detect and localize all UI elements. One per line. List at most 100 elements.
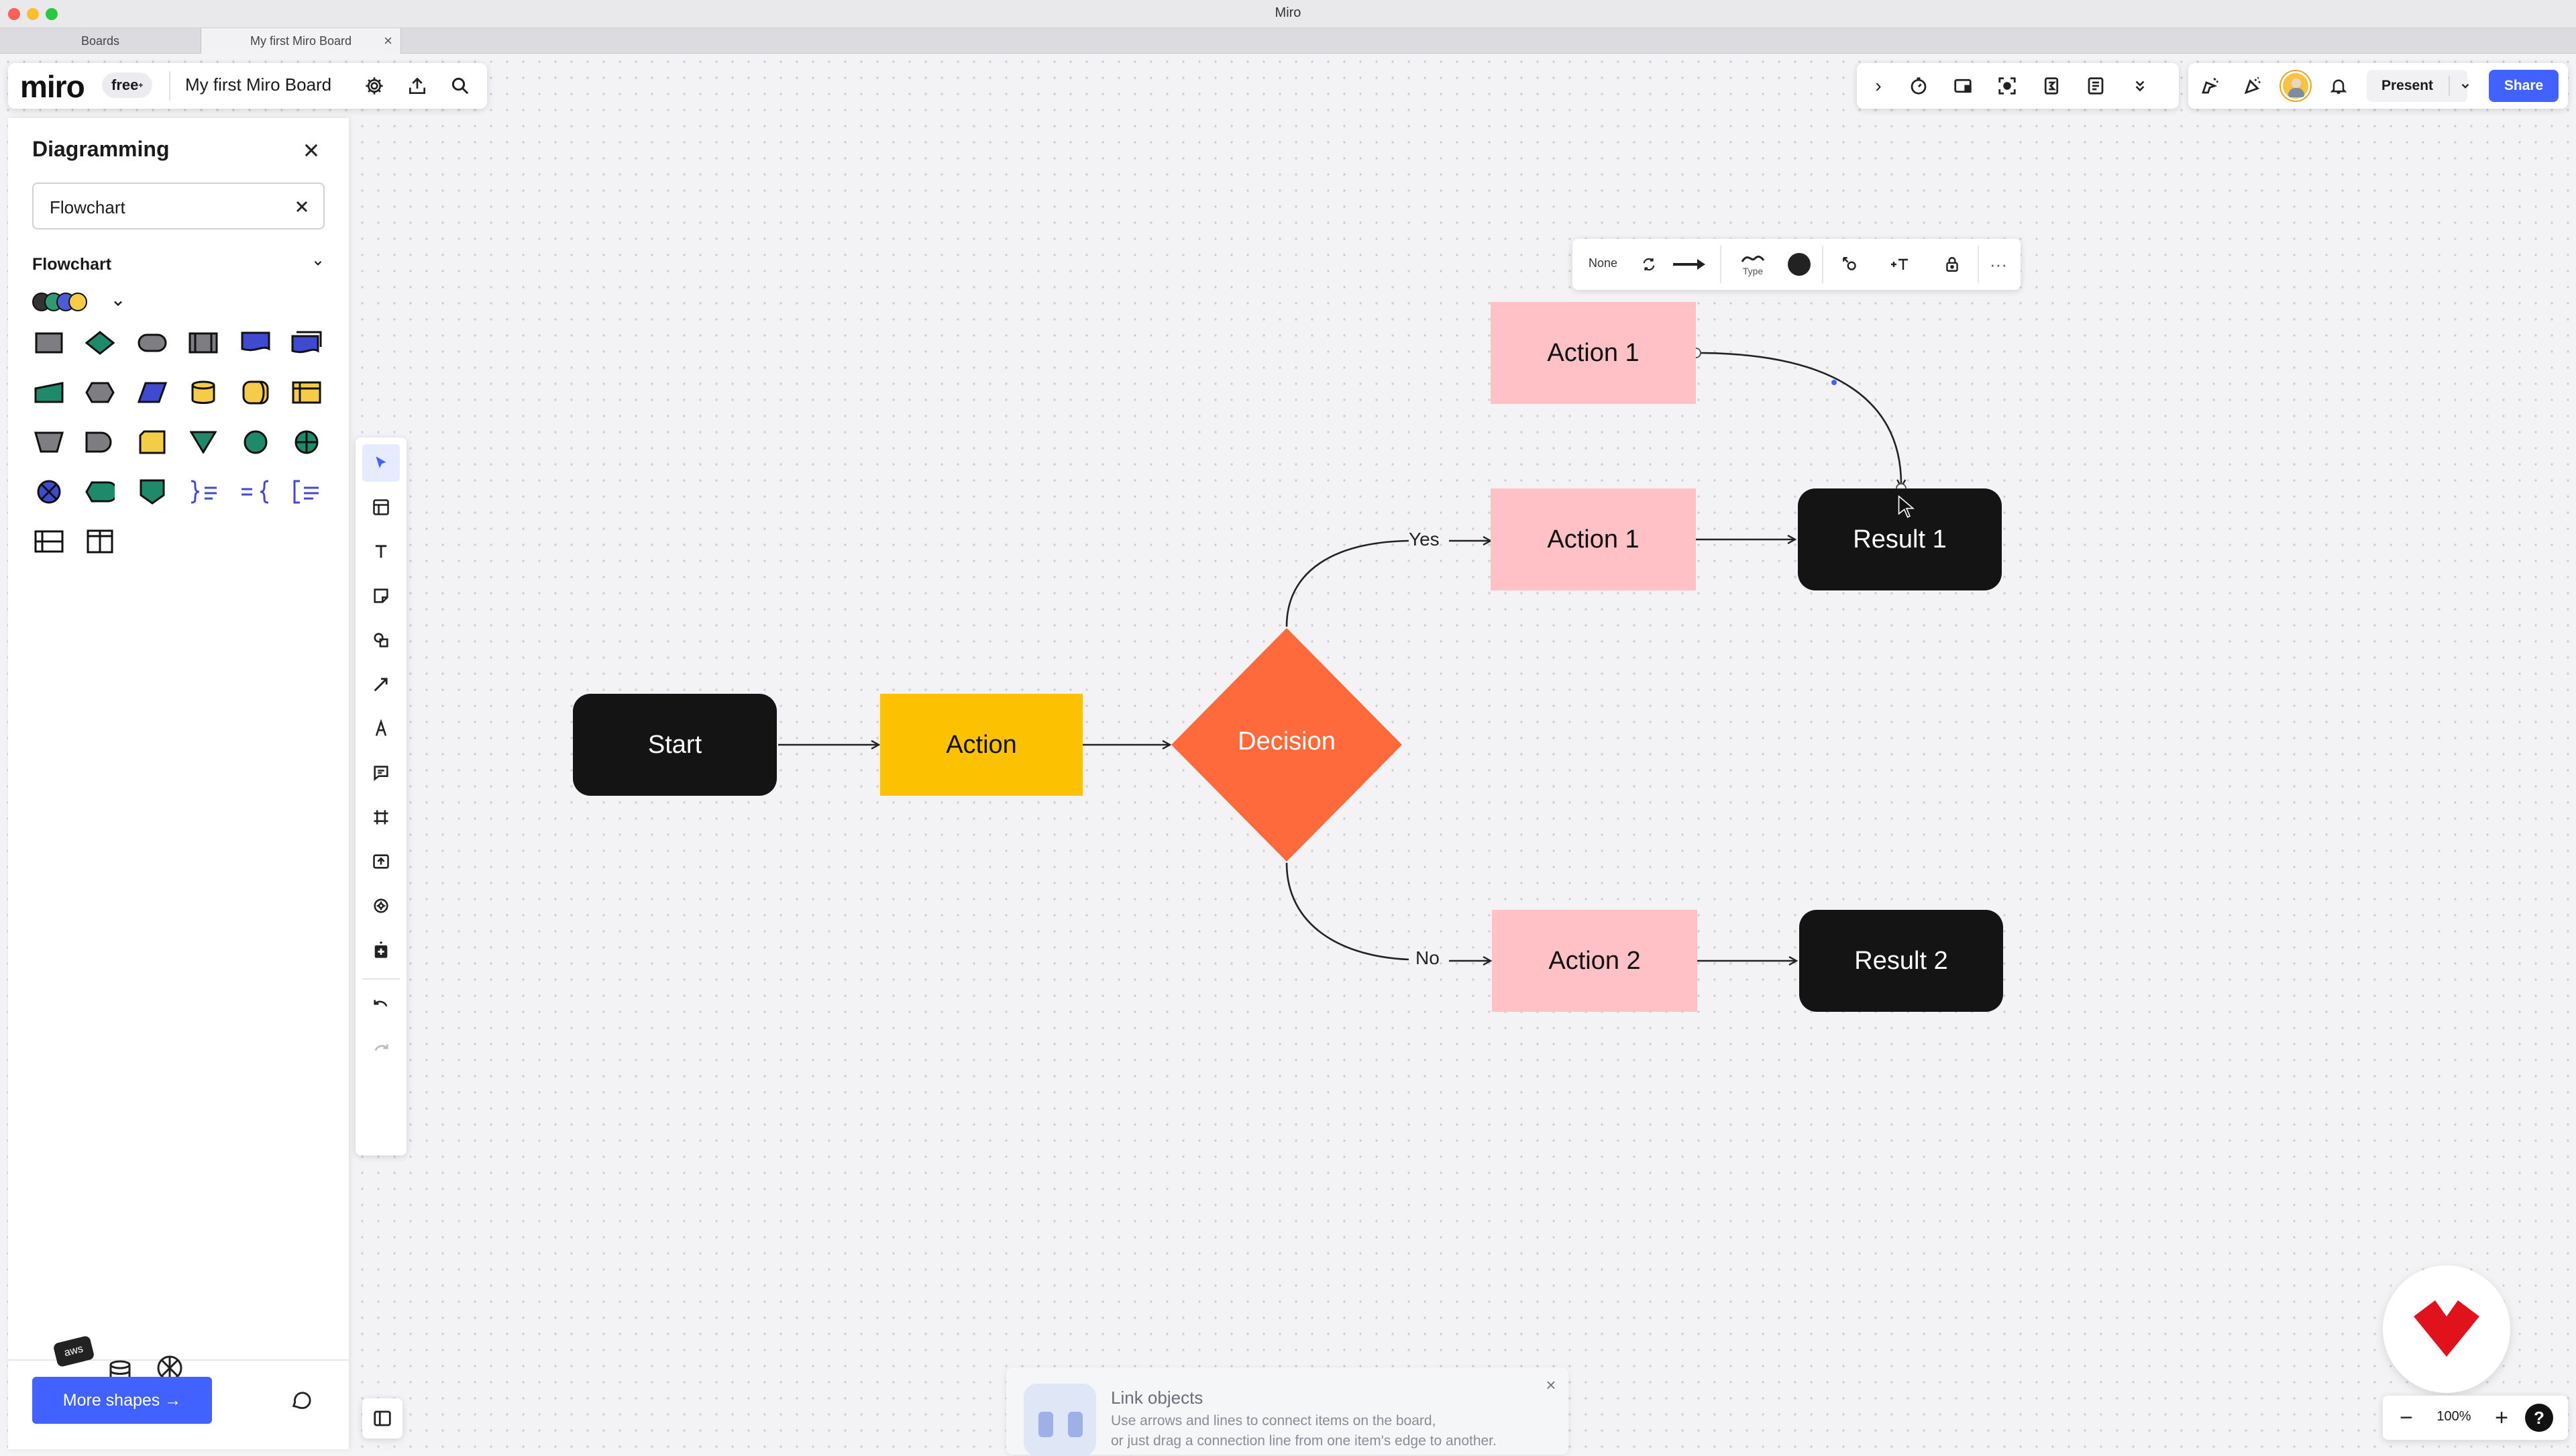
text-tool-icon[interactable]	[362, 533, 400, 570]
search-icon[interactable]	[444, 70, 476, 102]
start-cap-select[interactable]: None	[1589, 256, 1618, 270]
present-button[interactable]: Present	[2367, 70, 2467, 102]
frame-tool-icon[interactable]	[362, 798, 400, 836]
upload-icon[interactable]	[362, 843, 400, 880]
ai-sparkle-icon[interactable]	[362, 887, 400, 925]
snap-to-object-icon[interactable]	[1835, 250, 1865, 279]
swimlane-vertical-icon[interactable]	[83, 525, 117, 558]
decision-shape-icon[interactable]	[83, 326, 117, 360]
action-2-node[interactable]: Action 2	[1492, 910, 1697, 1012]
minimize-window-icon[interactable]	[27, 8, 39, 20]
user-avatar[interactable]	[2281, 71, 2310, 101]
document-shape-icon[interactable]	[239, 326, 272, 360]
data-io-shape-icon[interactable]	[136, 376, 169, 409]
merge-shape-icon[interactable]	[186, 425, 220, 459]
focus-frame-icon[interactable]	[1991, 70, 2023, 102]
pen-tool-icon[interactable]	[362, 710, 400, 747]
connector-circle-shape-icon[interactable]	[239, 425, 272, 459]
zoom-out-button[interactable]: −	[2400, 1404, 2413, 1431]
section-collapse-chevron-icon[interactable]	[307, 252, 329, 274]
miro-assistant-button[interactable]	[2383, 1265, 2510, 1393]
display-shape-icon[interactable]	[83, 475, 117, 509]
annotation-bracket-icon[interactable]	[290, 475, 323, 509]
close-tip-icon[interactable]: ×	[1546, 1374, 1556, 1395]
preparation-shape-icon[interactable]	[83, 376, 117, 409]
board-name[interactable]: My first Miro Board	[185, 74, 332, 95]
manual-input-shape-icon[interactable]	[32, 376, 66, 409]
database-shape-icon[interactable]	[186, 376, 220, 409]
internal-storage-shape-icon[interactable]	[290, 376, 323, 409]
present-options-chevron-icon[interactable]	[2455, 70, 2475, 102]
comment-icon[interactable]	[362, 754, 400, 792]
connector-decision-yes[interactable]	[1285, 539, 1409, 627]
clear-search-icon[interactable]	[287, 192, 317, 221]
tab-my-first-miro-board[interactable]: My first Miro Board ×	[201, 28, 401, 54]
settings-gear-icon[interactable]	[358, 70, 390, 102]
more-options-ellipsis-icon[interactable]: ···	[1990, 254, 2007, 274]
line-type-button[interactable]: Type	[1731, 244, 1775, 284]
shape-color-picker[interactable]	[32, 290, 133, 317]
timer-icon[interactable]	[1902, 70, 1935, 102]
no-connector-label[interactable]: No	[1415, 947, 1440, 968]
lock-icon[interactable]	[1937, 250, 1967, 279]
double-chevron-down-icon[interactable]	[2124, 70, 2156, 102]
close-tab-icon[interactable]: ×	[384, 32, 392, 49]
terminator-shape-icon[interactable]	[136, 326, 169, 360]
annotation-right-brace-icon[interactable]	[186, 475, 220, 509]
shapes-tool-icon[interactable]	[362, 621, 400, 659]
action-1-node[interactable]: Action 1	[1491, 488, 1696, 590]
help-button[interactable]: ?	[2525, 1404, 2553, 1432]
share-screen-icon[interactable]	[1947, 70, 1979, 102]
action-node[interactable]: Action	[880, 694, 1083, 796]
plan-badge[interactable]: free+	[102, 72, 153, 98]
select-cursor-icon[interactable]	[362, 444, 400, 482]
export-upload-icon[interactable]	[401, 70, 433, 102]
board-outline-toggle[interactable]	[362, 1398, 402, 1439]
process-shape-icon[interactable]	[32, 326, 66, 360]
connector-midpoint-handle[interactable]	[1831, 380, 1837, 385]
share-button[interactable]: Share	[2489, 70, 2559, 102]
add-text-icon[interactable]	[1885, 250, 1915, 279]
close-window-icon[interactable]	[8, 8, 20, 20]
direct-access-storage-shape-icon[interactable]	[239, 376, 272, 409]
or-shape-icon[interactable]	[290, 425, 323, 459]
line-color-swatch[interactable]	[1784, 250, 1814, 279]
more-apps-plus-icon[interactable]	[362, 931, 400, 969]
connector-decision-no[interactable]	[1285, 862, 1409, 961]
chevron-right-icon[interactable]: ›	[1875, 75, 1882, 96]
yes-connector-label[interactable]: Yes	[1409, 529, 1440, 550]
formula-icon[interactable]	[2035, 70, 2068, 102]
summing-junction-shape-icon[interactable]	[32, 475, 66, 509]
swimlane-horizontal-icon[interactable]	[32, 525, 66, 558]
connection-line-icon[interactable]	[362, 666, 400, 703]
multi-document-shape-icon[interactable]	[290, 326, 323, 360]
delay-shape-icon[interactable]	[83, 425, 117, 459]
cursor-reactions-icon[interactable]	[2194, 70, 2226, 102]
zoom-in-button[interactable]: +	[2495, 1404, 2508, 1431]
off-page-connector-shape-icon[interactable]	[136, 475, 169, 509]
shape-search-input[interactable]: Flowchart	[32, 183, 325, 229]
action-1-top-node[interactable]: Action 1	[1491, 302, 1696, 404]
card-shape-icon[interactable]	[136, 425, 169, 459]
manual-operation-shape-icon[interactable]	[32, 425, 66, 459]
predefined-process-shape-icon[interactable]	[186, 326, 220, 360]
selected-curved-connector[interactable]	[1695, 352, 1901, 487]
start-node[interactable]: Start	[573, 694, 777, 796]
sticky-note-icon[interactable]	[362, 577, 400, 615]
end-arrow-cap-icon[interactable]	[1666, 250, 1713, 279]
notes-icon[interactable]	[2080, 70, 2112, 102]
maximize-window-icon[interactable]	[46, 8, 58, 20]
close-panel-icon[interactable]	[295, 134, 327, 166]
undo-icon[interactable]	[362, 989, 400, 1027]
tab-boards[interactable]: Boards	[0, 28, 201, 54]
swap-direction-icon[interactable]	[1634, 250, 1664, 279]
result-2-node[interactable]: Result 2	[1799, 910, 2003, 1012]
miro-logo[interactable]: miro	[20, 69, 85, 104]
zoom-level[interactable]: 100%	[2436, 1409, 2471, 1424]
annotation-left-brace-icon[interactable]	[239, 475, 272, 509]
redo-icon[interactable]	[362, 1033, 400, 1071]
feedback-chat-icon[interactable]	[283, 1382, 319, 1418]
more-shapes-button[interactable]: More shapes →	[32, 1377, 212, 1424]
celebrate-icon[interactable]	[2237, 70, 2269, 102]
decision-node[interactable]: Decision	[1170, 627, 1403, 863]
